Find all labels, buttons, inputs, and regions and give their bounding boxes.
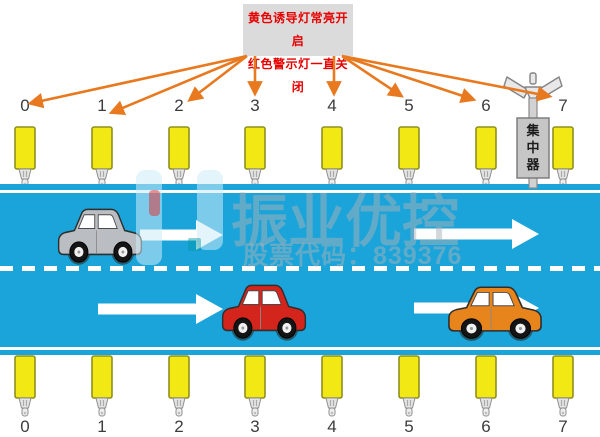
pointer-arrow [187, 54, 248, 102]
bottom-light-label: 0 [20, 417, 30, 436]
bottom-light-label: 7 [558, 417, 568, 436]
top-light-lamp [168, 126, 190, 188]
bottom-light-lamp [168, 355, 190, 417]
bottom-light-label: 6 [481, 417, 491, 436]
bottom-light-lamp [14, 355, 36, 417]
bottom-light-lamp [475, 355, 497, 417]
road [0, 184, 600, 355]
top-light-lamp [552, 126, 574, 188]
top-light-label: 4 [327, 96, 337, 115]
lane-divider-dashed-line [0, 266, 600, 271]
bottom-light-label: 3 [250, 417, 260, 436]
top-light-label: 7 [558, 96, 568, 115]
top-light-lamp [475, 126, 497, 188]
bottom-light-label: 5 [404, 417, 414, 436]
top-light-label: 5 [404, 96, 414, 115]
pointer-arrow [27, 54, 248, 109]
top-light-lamp [398, 126, 420, 188]
top-light-lamp [321, 126, 343, 188]
pointer-arrow [341, 54, 477, 103]
road-edge-line-top [0, 190, 600, 193]
concentrator-label: 集中器 [526, 123, 540, 172]
annotation-line-1: 黄色诱导灯常亮开启 [247, 11, 348, 48]
bottom-light-lamp [398, 355, 420, 417]
bottom-light-label: 1 [97, 417, 107, 436]
annotation-line-2: 红色警示灯一直关闭 [247, 57, 348, 94]
bottom-light-lamp [552, 355, 574, 417]
top-light-label: 2 [174, 96, 184, 115]
top-light-lamp [244, 126, 266, 188]
bottom-light-lamp [91, 355, 113, 417]
bottom-light-lamp [321, 355, 343, 417]
top-light-label: 6 [481, 96, 491, 115]
bottom-light-label: 4 [327, 417, 337, 436]
bottom-light-label: 2 [174, 417, 184, 436]
annotation-box: 黄色诱导灯常亮开启 红色警示灯一直关闭 [243, 4, 353, 94]
top-light-lamp [14, 126, 36, 188]
bottom-light-lamp [244, 355, 266, 417]
concentrator-sign [516, 117, 550, 179]
top-light-label: 1 [97, 96, 107, 115]
top-light-label: 0 [20, 96, 30, 115]
road-edge-line-bottom [0, 347, 600, 350]
top-light-lamp [91, 126, 113, 188]
top-light-label: 3 [250, 96, 260, 115]
